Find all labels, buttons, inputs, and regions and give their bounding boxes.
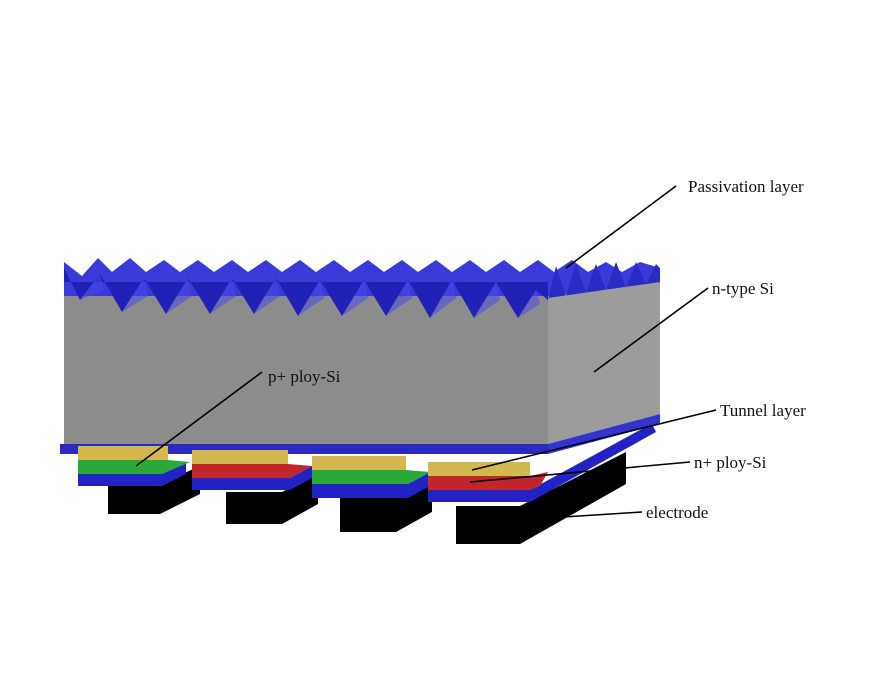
passivation-facets (80, 274, 540, 318)
leader-p-poly (135, 371, 263, 467)
label-passivation-layer: Passivation layer (688, 177, 804, 196)
passivation-front-row (64, 268, 548, 318)
finger-3-p-poly (312, 456, 430, 484)
tunnel-layer-2 (192, 450, 288, 464)
leader-lines (135, 185, 717, 519)
leader-n-type (593, 287, 709, 373)
leader-passivation (565, 185, 677, 269)
leader-electrode (547, 511, 643, 519)
p-poly-1 (78, 460, 190, 474)
finger-2-n-poly (192, 450, 312, 478)
rear-passivation-slab-front (60, 444, 548, 454)
label-p-poly-si: p+ ploy-Si (268, 367, 341, 386)
electrode-bar-4 (456, 452, 626, 544)
tunnel-layer-1 (78, 446, 168, 460)
rear-passivation-strip-4 (428, 424, 656, 502)
label-n-poly-si: n+ ploy-Si (694, 453, 767, 472)
passivation-side-row (548, 262, 660, 300)
leader-tunnel (471, 409, 717, 471)
label-electrode: electrode (646, 503, 708, 522)
p-poly-3 (312, 470, 430, 484)
n-poly-2 (192, 464, 312, 478)
finger-1-p-poly (78, 446, 190, 474)
leader-n-poly (469, 461, 691, 483)
poly-si-fingers (78, 446, 548, 490)
tunnel-layer-3 (312, 456, 406, 470)
labels: Passivation layer n-type Si p+ ploy-Si T… (268, 177, 806, 522)
label-tunnel-layer: Tunnel layer (720, 401, 806, 420)
n-type-si-side-face (548, 268, 660, 444)
passivation-texture (64, 258, 660, 318)
label-n-type-si: n-type Si (712, 279, 774, 298)
n-type-si-block (64, 268, 660, 444)
rear-passivation-strip-3 (312, 472, 430, 498)
n-type-si-front-face (64, 282, 548, 444)
